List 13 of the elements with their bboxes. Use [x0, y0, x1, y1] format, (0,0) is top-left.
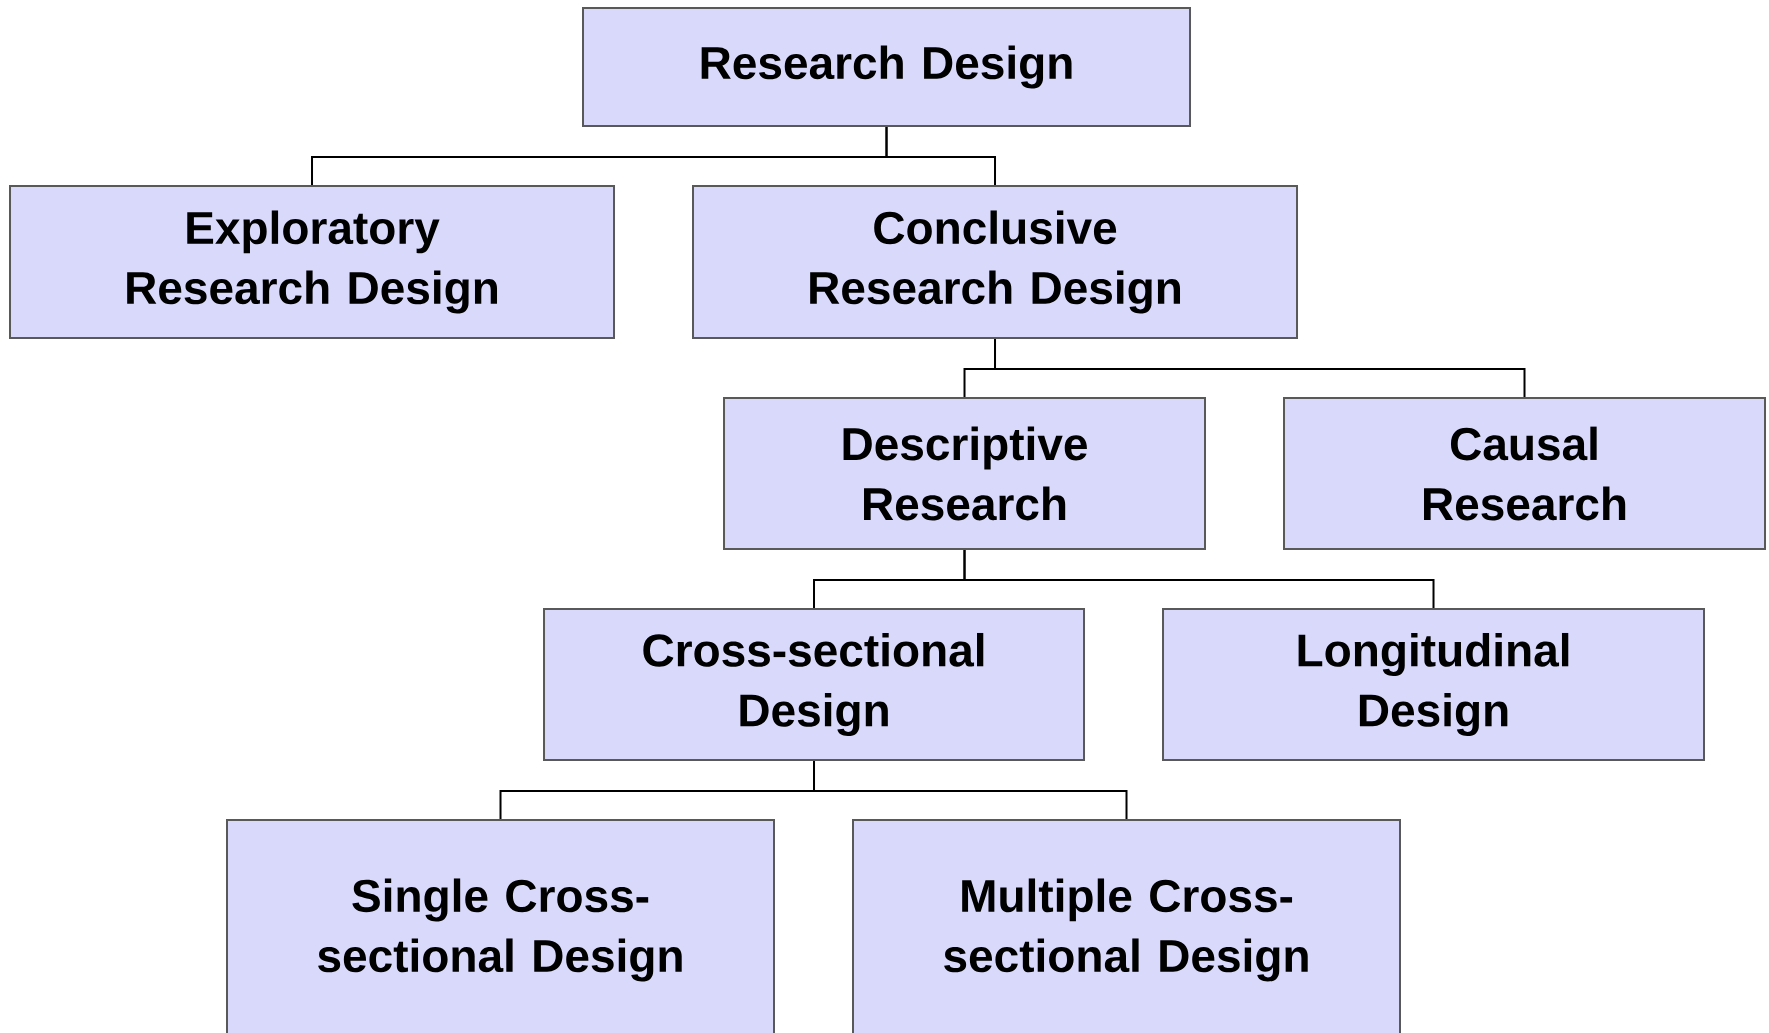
category-box: Causal Research — [1283, 397, 1766, 550]
connector-line — [885, 126, 996, 186]
category-box: Exploratory Research Design — [9, 185, 615, 339]
category-box: Descriptive Research — [723, 397, 1206, 550]
category-box: Cross-sectional Design — [543, 608, 1085, 761]
connector-line — [963, 549, 1435, 609]
category-box: Multiple Cross-sectional Design — [852, 819, 1401, 1033]
connector-line — [994, 338, 1526, 398]
category-box: Research Design — [582, 7, 1191, 127]
connector-line — [813, 760, 1128, 820]
category-box: Longitudinal Design — [1162, 608, 1705, 761]
category-box: Conclusive Research Design — [692, 185, 1298, 339]
category-box: Single Cross-sectional Design — [226, 819, 775, 1033]
